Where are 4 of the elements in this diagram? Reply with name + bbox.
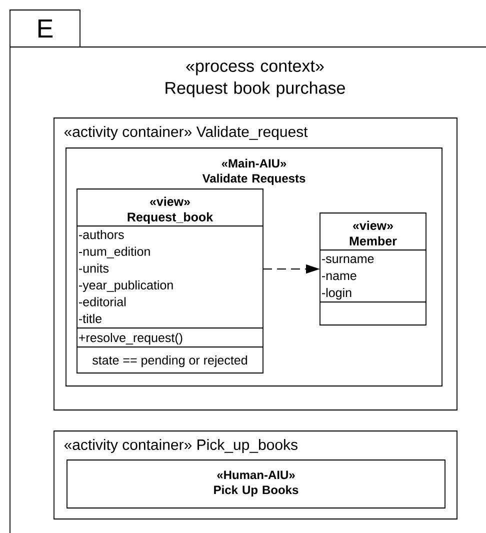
aiu-box: «Human-AIU» Pick Up Books [66,460,446,508]
frame-tab: E [10,10,80,48]
class-box: «view» Request_book -authors -num_edition -units -year_publication -editorial -title +resolve_request() state == pending or rejected [76,188,264,374]
class-box: «view» Member -surname -name -login [320,212,426,326]
